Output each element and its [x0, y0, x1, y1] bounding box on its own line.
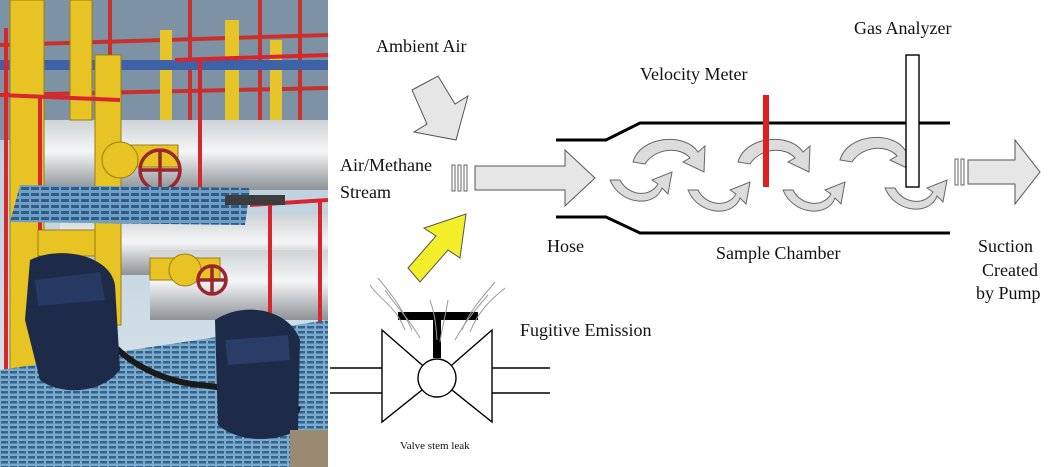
label-suction-line3: by Pump	[976, 283, 1041, 304]
gas-analyzer-probe	[905, 54, 920, 188]
inlet-stream-arrow	[474, 148, 596, 208]
inlet-stream-bars	[451, 164, 468, 192]
label-air-methane: Air/Methane Stream	[340, 155, 432, 202]
label-ambient-air: Ambient Air	[376, 36, 467, 56]
label-valve-stem-leak: Valve stem leak	[400, 440, 470, 452]
backpack-left	[25, 253, 120, 391]
label-fugitive-emission: Fugitive Emission	[520, 320, 652, 340]
sample-chamber-walls	[556, 121, 950, 235]
valve	[330, 328, 550, 424]
label-air-methane-line2: Stream	[340, 181, 391, 202]
leak-wisps	[369, 277, 506, 343]
label-suction-line2: Created	[982, 259, 1038, 280]
label-gas-analyzer: Gas Analyzer	[854, 18, 952, 38]
label-air-methane-line1: Air/Methane	[340, 155, 432, 175]
swirl-arrows	[609, 136, 948, 212]
outlet-stream-bars	[954, 158, 965, 186]
velocity-meter-bar	[763, 95, 769, 187]
label-sample-chamber: Sample Chamber	[716, 243, 841, 263]
ambient-air-arrow	[411, 75, 469, 141]
label-suction: Suction Created by Pump	[976, 236, 1041, 304]
gas-facility-photo	[0, 0, 328, 467]
outlet-arrow	[967, 138, 1041, 206]
backpack-right	[215, 309, 300, 440]
valve-stem	[398, 312, 478, 358]
label-velocity-meter: Velocity Meter	[640, 64, 748, 84]
label-hose: Hose	[547, 236, 584, 256]
leak-arrow	[407, 213, 467, 283]
label-suction-line1: Suction	[978, 236, 1034, 256]
